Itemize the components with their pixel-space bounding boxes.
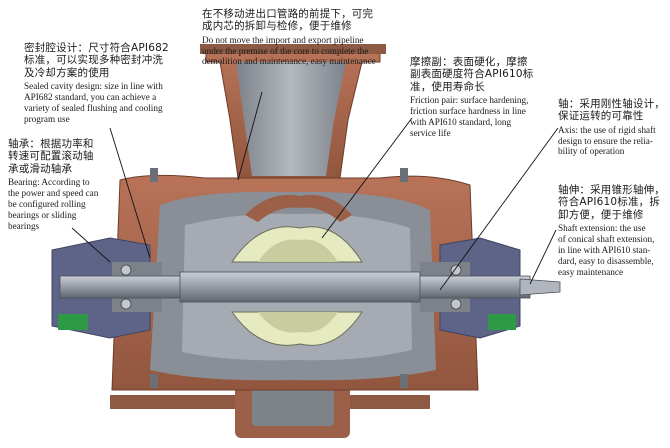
nozzle-flange — [200, 44, 386, 54]
leader-line-shaft-ext — [529, 229, 557, 285]
bottom-drain-inner — [252, 386, 334, 426]
wear-ring-housing — [245, 194, 352, 222]
annotation-maintenance: 在不移动进出口管路的前提下，可完 成内芯的拆卸与检修，便于维修 Do not m… — [202, 8, 402, 67]
shaft-extension-cone — [519, 278, 561, 296]
leader-lines — [71, 91, 559, 291]
bolt — [150, 168, 158, 182]
annotation-maintenance-en: Do not move the import and export pipeli… — [202, 34, 376, 67]
annotation-shaft-extension-en: Shaft extension: the use of conical shaf… — [558, 223, 655, 277]
left-bearing-ball-2 — [120, 298, 132, 310]
annotation-axis: 轴：采用刚性轴设计， 保证运转的可靠性 Axis: the use of rig… — [558, 98, 670, 157]
bolt — [400, 168, 408, 182]
leader-line-axis — [439, 127, 559, 291]
annotation-friction-pair-zh: 摩擦副：表面硬化，摩擦 副表面硬度符合API610标 准，使用寿命长 — [410, 56, 534, 93]
annotation-shaft-extension: 轴伸：采用锥形轴伸， 符合API610标准，拆 卸方便，便于维修 Shaft e… — [558, 184, 670, 277]
bolt — [150, 374, 158, 388]
right-bearing-green — [488, 314, 516, 330]
left-bearing-ball — [120, 264, 132, 276]
leader-line-bearing — [71, 227, 111, 263]
leader-line-friction — [321, 117, 413, 239]
impeller-eye-top — [258, 239, 338, 262]
annotation-axis-en: Axis: the use of rigid shaft design to e… — [558, 124, 656, 157]
annotation-seal-cavity-zh: 密封腔设计：尺寸符合API682 标准，可以实现多种密封冲洗 及冷却方案的使用 — [24, 42, 169, 79]
leader-line-seal — [109, 127, 151, 259]
impeller-eye-bottom — [258, 312, 338, 333]
left-bearing-green — [58, 314, 88, 330]
annotation-axis-zh: 轴：采用刚性轴设计， 保证运转的可靠性 — [558, 98, 665, 123]
bolt — [400, 374, 408, 388]
annotation-seal-cavity: 密封腔设计：尺寸符合API682 标准，可以实现多种密封冲洗 及冷却方案的使用 … — [24, 42, 200, 125]
nozzle-bore — [236, 62, 346, 176]
right-bearing-ball-2 — [450, 298, 462, 310]
annotation-maintenance-zh: 在不移动进出口管路的前提下，可完 成内芯的拆卸与检修，便于维修 — [202, 8, 374, 33]
annotation-shaft-extension-zh: 轴伸：采用锥形轴伸， 符合API610标准，拆 卸方便，便于维修 — [558, 184, 665, 221]
annotation-friction-pair: 摩擦副：表面硬化，摩擦 副表面硬度符合API610标 准，使用寿命长 Frict… — [410, 56, 550, 139]
annotation-seal-cavity-en: Sealed cavity design: size in line with … — [24, 81, 163, 124]
annotation-bearing-zh: 轴承：根据功率和 转速可配置滚动轴 承或滑动轴承 — [8, 138, 94, 175]
annotation-bearing-en: Bearing: According to the power and spee… — [8, 177, 99, 231]
annotation-friction-pair-en: Friction pair: surface hardening, fricti… — [410, 95, 529, 138]
annotation-bearing: 轴承：根据功率和 转速可配置滚动轴 承或滑动轴承 Bearing: Accord… — [8, 138, 120, 231]
leader-line-top — [237, 91, 263, 181]
shaft-sleeve — [179, 271, 421, 303]
right-bearing-ball — [450, 264, 462, 276]
